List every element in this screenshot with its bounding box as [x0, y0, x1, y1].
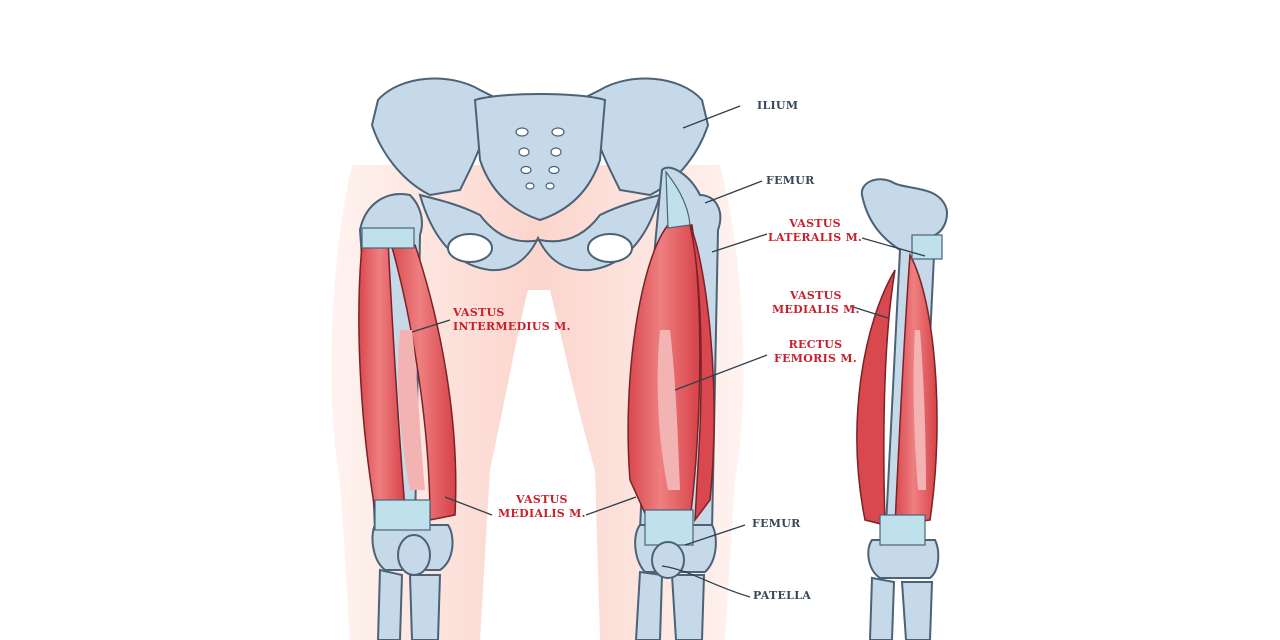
- label-vastus-intermedius-line1: VASTUS: [453, 306, 505, 319]
- label-vastus-intermedius: VASTUS INTERMEDIUS M.: [453, 306, 571, 334]
- middle-patella: [651, 541, 685, 579]
- right-leg: [856, 178, 948, 640]
- label-vastus-medialis-left-line1: VASTUS: [516, 493, 568, 506]
- label-vastus-medialis-right-line1: VASTUS: [790, 289, 842, 302]
- leader-rectus-femoris: [674, 354, 768, 391]
- leader-ilium: [682, 105, 741, 129]
- label-ilium: ILIUM: [757, 99, 799, 112]
- leader-vastus-lateralis: [711, 233, 768, 253]
- label-vastus-lateralis-line2: LATERALIS M.: [768, 231, 863, 244]
- pelvis-bone: [370, 77, 710, 272]
- label-rectus-femoris-line1: RECTUS: [788, 338, 843, 351]
- label-rectus-femoris: RECTUS FEMORIS M.: [774, 338, 857, 366]
- leader-vastus-medialis-side: [849, 305, 889, 319]
- sacrum-foramina: [515, 127, 565, 190]
- label-vastus-medialis-left: VASTUS MEDIALIS M.: [498, 493, 586, 521]
- label-femur-bottom: FEMUR: [752, 517, 801, 530]
- label-vastus-lateralis-line1: VASTUS: [789, 217, 841, 230]
- label-femur-top: FEMUR: [766, 174, 815, 187]
- leader-vastus-medialis-left: [444, 496, 493, 516]
- leader-vastus-medialis-mid: [585, 496, 637, 516]
- label-rectus-femoris-line2: FEMORIS M.: [774, 352, 858, 365]
- middle-quadriceps-muscle: [627, 170, 715, 546]
- middle-leg: [627, 166, 722, 640]
- leader-vastus-lateralis-side: [861, 237, 926, 257]
- left-patella: [397, 534, 431, 576]
- label-patella: PATELLA: [753, 589, 812, 602]
- left-quadriceps-muscle: [358, 227, 457, 531]
- leader-femur-bottom: [684, 524, 746, 546]
- right-quadriceps-muscle: [856, 234, 943, 546]
- label-vastus-medialis-right-line2: MEDIALIS M.: [772, 303, 860, 316]
- label-vastus-medialis-right: VASTUS MEDIALIS M.: [772, 289, 860, 317]
- leader-vastus-intermedius: [411, 319, 451, 333]
- leader-femur-top: [704, 180, 763, 204]
- label-vastus-medialis-left-line2: MEDIALIS M.: [498, 507, 586, 520]
- left-leg: [358, 193, 457, 640]
- leader-lines: [411, 105, 926, 598]
- label-vastus-intermedius-line2: INTERMEDIUS M.: [453, 320, 571, 333]
- label-vastus-lateralis: VASTUS LATERALIS M.: [768, 217, 862, 245]
- leader-patella: [661, 565, 751, 598]
